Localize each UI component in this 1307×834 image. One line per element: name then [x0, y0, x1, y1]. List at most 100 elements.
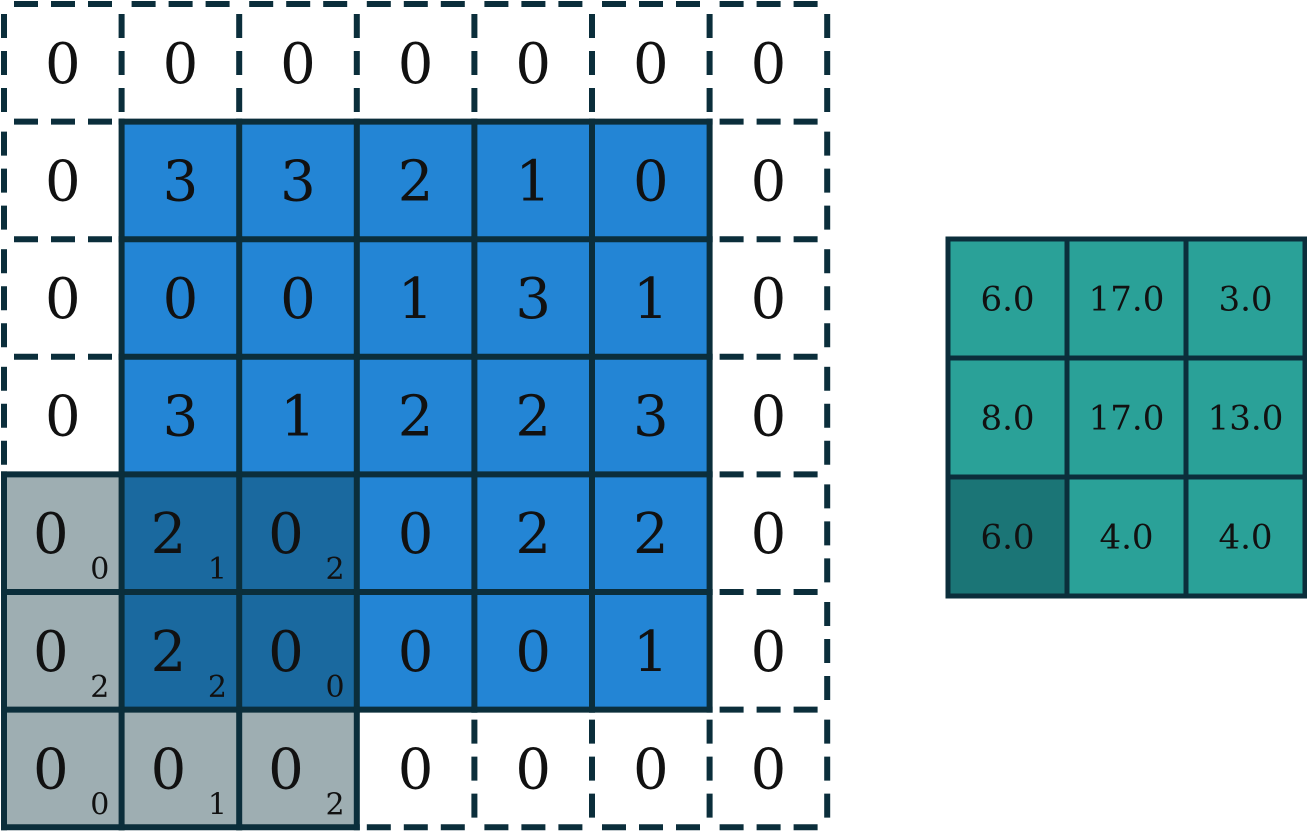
input-cell-fill — [239, 592, 357, 710]
output-cell — [945, 355, 1070, 480]
input-value: 0 — [515, 32, 551, 97]
input-value: 0 — [633, 149, 669, 214]
input-value: 0 — [268, 620, 304, 685]
input-cell-fill — [121, 709, 240, 828]
input-value: 0 — [751, 32, 787, 97]
input-value: 0 — [398, 737, 434, 802]
input-cell-fill — [121, 474, 240, 592]
input-value: 0 — [398, 32, 434, 97]
kernel-weight: 2 — [325, 787, 344, 822]
kernel-weight: 2 — [208, 670, 227, 705]
input-cell-fill — [239, 239, 357, 357]
input-value: 3 — [633, 385, 669, 450]
input-value: 3 — [163, 149, 199, 214]
input-value: 3 — [515, 267, 551, 332]
input-cell-fill — [592, 239, 710, 357]
output-cell-highlighted — [945, 474, 1070, 599]
input-value: 2 — [151, 502, 187, 567]
input-value: 0 — [751, 385, 787, 450]
input-value: 0 — [515, 737, 551, 802]
input-value: 2 — [633, 502, 669, 567]
input-value: 0 — [633, 737, 669, 802]
output-value: 4.0 — [1099, 518, 1153, 558]
input-value: 3 — [280, 149, 316, 214]
input-value: 0 — [751, 149, 787, 214]
kernel-weight: 1 — [208, 787, 227, 822]
input-cell-fill — [239, 709, 357, 828]
input-value: 1 — [633, 267, 669, 332]
input-value: 0 — [268, 737, 304, 802]
input-value: 0 — [33, 737, 69, 802]
input-cell-fill — [592, 474, 710, 592]
kernel-weight: 2 — [325, 552, 344, 587]
input-value: 0 — [751, 737, 787, 802]
input-cell-fill — [4, 474, 122, 592]
input-value: 0 — [45, 32, 81, 97]
input-value: 0 — [751, 620, 787, 685]
input-cell-fill — [356, 121, 475, 240]
input-cell-fill — [239, 121, 357, 240]
input-cell-fill — [239, 474, 357, 592]
input-value: 2 — [515, 502, 551, 567]
output-value: 17.0 — [1089, 280, 1165, 320]
input-value: 0 — [751, 267, 787, 332]
input-value: 2 — [398, 385, 434, 450]
input-cell-fill — [356, 592, 475, 710]
input-cell-fill — [474, 474, 592, 592]
input-cell-fill — [4, 592, 122, 710]
output-cell — [1183, 474, 1307, 599]
input-cell-fill — [121, 239, 240, 357]
input-value: 0 — [163, 32, 199, 97]
input-cell-fill — [592, 356, 710, 475]
input-cell-fill — [356, 239, 475, 357]
output-value: 6.0 — [980, 280, 1034, 320]
kernel-weight: 1 — [208, 552, 227, 587]
input-cell-fill — [121, 356, 240, 475]
input-value: 0 — [45, 267, 81, 332]
input-value: 0 — [633, 32, 669, 97]
input-cell-fill — [592, 592, 710, 710]
input-cell-fill — [592, 121, 710, 240]
input-value: 0 — [45, 149, 81, 214]
input-value: 1 — [398, 267, 434, 332]
kernel-weight: 0 — [90, 552, 109, 587]
input-value: 0 — [45, 385, 81, 450]
input-value: 0 — [268, 502, 304, 567]
output-value: 8.0 — [980, 399, 1034, 439]
input-cell-fill — [356, 474, 475, 592]
input-value: 1 — [515, 149, 551, 214]
input-value: 0 — [280, 32, 316, 97]
kernel-weight: 2 — [90, 670, 109, 705]
input-cell-fill — [474, 239, 592, 357]
output-value: 6.0 — [980, 518, 1034, 558]
output-value: 4.0 — [1218, 518, 1272, 558]
input-value: 0 — [751, 502, 787, 567]
input-value: 1 — [633, 620, 669, 685]
input-value: 2 — [151, 620, 187, 685]
input-value: 0 — [515, 620, 551, 685]
input-value: 0 — [398, 620, 434, 685]
input-value: 0 — [33, 502, 69, 567]
input-cell-fill — [239, 356, 357, 475]
input-value: 0 — [151, 737, 187, 802]
input-value: 1 — [280, 385, 316, 450]
input-cell-fill — [4, 709, 122, 828]
input-value: 2 — [398, 149, 434, 214]
input-value: 0 — [398, 502, 434, 567]
input-value: 2 — [515, 385, 551, 450]
output-value: 13.0 — [1208, 399, 1284, 439]
input-value: 0 — [163, 267, 199, 332]
input-cell-fill — [121, 121, 240, 240]
kernel-weight: 0 — [325, 670, 344, 705]
input-value: 0 — [33, 620, 69, 685]
kernel-weight: 0 — [90, 787, 109, 822]
input-value: 3 — [163, 385, 199, 450]
input-value: 0 — [280, 267, 316, 332]
input-cell-fill — [474, 121, 592, 240]
output-cell — [1064, 236, 1189, 361]
input-cell-fill — [356, 356, 475, 475]
input-cell-fill — [474, 356, 592, 475]
